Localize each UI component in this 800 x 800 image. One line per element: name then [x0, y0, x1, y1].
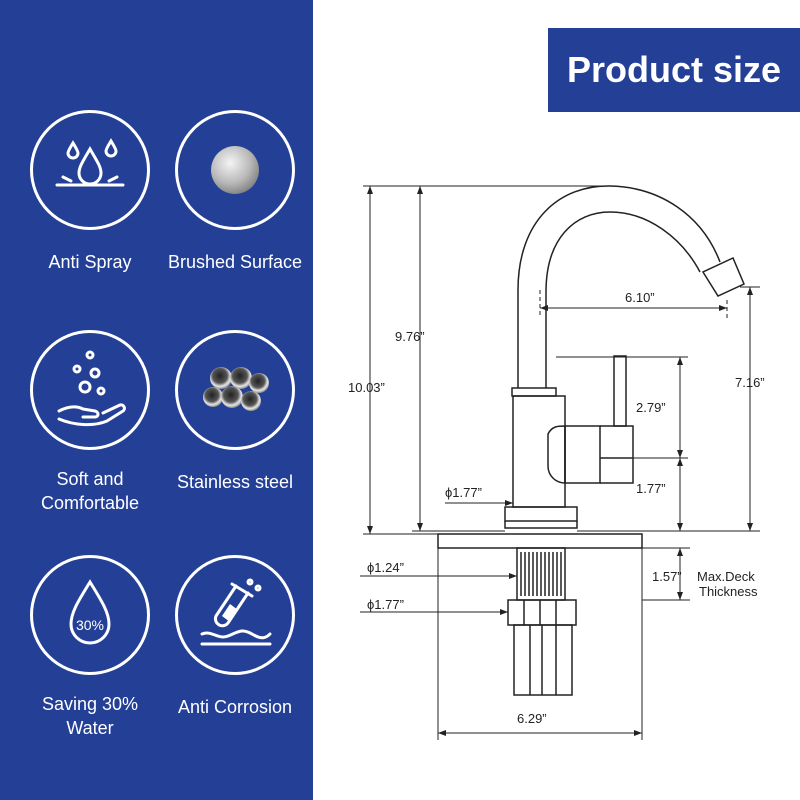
feature-icon-ring	[175, 110, 295, 230]
dim-handle-height: 2.79”	[636, 400, 666, 415]
dim-outlet-height: 7.16”	[735, 375, 765, 390]
product-size-banner: Product size	[548, 28, 800, 112]
water-drops-icon	[55, 138, 125, 187]
dimension-arrows	[367, 186, 753, 736]
dimension-lines	[360, 186, 751, 734]
deck-note-line2: Thickness	[699, 584, 758, 599]
feature-sidebar: Anti Spray Brushed Surface	[0, 0, 313, 800]
saving-badge-text: 30%	[76, 617, 104, 633]
dim-shank-diameter: ϕ1.24”	[367, 560, 404, 575]
faucet-outline	[437, 185, 745, 696]
water-drop-30-icon: 30%	[69, 579, 111, 645]
brushed-disc-icon	[211, 146, 259, 194]
hand-bubbles-icon	[57, 350, 126, 427]
faucet-dimension-drawing: 10.03” 9.76” 6.10” 7.16” 2.79” 1.77” ϕ1.…	[348, 185, 765, 740]
dimension-labels: 10.03” 9.76” 6.10” 7.16” 2.79” 1.77” ϕ1.…	[348, 290, 765, 726]
dim-deck-thickness: 1.57”	[652, 569, 682, 584]
dim-nut-diameter: ϕ1.77”	[367, 597, 404, 612]
extension-lines	[363, 185, 760, 740]
dim-total-height: 10.03”	[348, 380, 385, 395]
feature-icon-ring	[175, 555, 295, 675]
feature-icon-ring	[30, 110, 150, 230]
feature-label: Anti Corrosion	[177, 697, 293, 717]
dim-body-diameter: ϕ1.77”	[445, 485, 482, 500]
feature-icon-ring	[30, 330, 150, 450]
steel-pipes-icon	[203, 367, 269, 411]
dim-reach: 6.10”	[625, 290, 655, 305]
feature-label: Stainless steel	[176, 472, 294, 492]
dim-spout-height: 9.76”	[395, 329, 425, 344]
test-tube-icon	[200, 578, 272, 646]
feature-label: Soft and Comfortable	[40, 469, 140, 513]
feature-icon-ring	[175, 330, 295, 450]
feature-label: Brushed Surface	[167, 252, 303, 272]
deck-note-line1: Max.Deck	[697, 569, 755, 584]
feature-label: Anti Spray	[48, 252, 132, 272]
feature-icon-ring: 30%	[30, 555, 150, 675]
dim-handle-base: 1.77”	[636, 481, 666, 496]
dim-plate-width: 6.29”	[517, 711, 547, 726]
feature-label: Saving 30% Water	[41, 694, 139, 738]
